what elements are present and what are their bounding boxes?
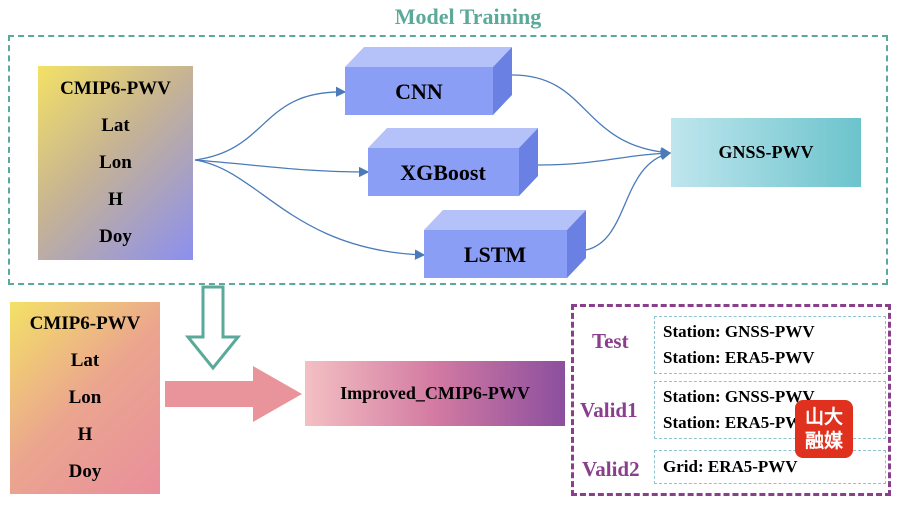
target-gnss-pwv-box: GNSS-PWV xyxy=(671,118,861,187)
validation-region xyxy=(571,304,891,496)
xgboost-label: XGBoost xyxy=(400,160,486,185)
input-feature-lon: Lon xyxy=(99,151,132,173)
test-item-2: Station: ERA5-PWV xyxy=(663,348,815,367)
valid1-items: Station: GNSS-PWV Station: ERA5-PWV xyxy=(654,381,886,439)
valid1-label: Valid1 xyxy=(580,398,638,422)
watermark-logo: 山大融媒 xyxy=(795,400,853,458)
valid1-item-2: Station: ERA5-PWV xyxy=(663,413,815,432)
edge-input-lstm xyxy=(194,159,426,260)
input-feature-doy: Doy xyxy=(99,226,132,248)
down-arrow xyxy=(184,285,242,371)
edge-lstm-target xyxy=(585,150,672,251)
edge-xgboost-target xyxy=(537,148,672,166)
input-feature-lat: Lat xyxy=(101,114,130,136)
lstm-label: LSTM xyxy=(464,242,527,267)
right-arrow xyxy=(165,366,302,422)
improved-output-box: Improved_CMIP6-PWV xyxy=(305,361,565,426)
training-region xyxy=(8,35,888,285)
edge-input-xgboost xyxy=(194,159,370,178)
prediction-input-box: CMIP6-PWV Lat Lon H Doy xyxy=(10,302,160,494)
input-feature-lon: Lon xyxy=(68,386,102,408)
valid1-item-1: Station: GNSS-PWV xyxy=(663,387,815,406)
valid2-items: Grid: ERA5-PWV xyxy=(654,450,886,484)
edge-cnn-target xyxy=(511,74,672,158)
cnn-label: CNN xyxy=(395,79,443,104)
test-item-1: Station: GNSS-PWV xyxy=(663,322,815,341)
input-feature-doy: Doy xyxy=(68,460,102,482)
input-feature-lat: Lat xyxy=(70,350,100,372)
training-input-box: CMIP6-PWV Lat Lon H Doy xyxy=(38,66,193,260)
input-feature-h: H xyxy=(77,423,93,445)
input-feature-cmip6: CMIP6-PWV xyxy=(29,313,141,335)
test-label: Test xyxy=(592,329,629,353)
edge-input-cnn xyxy=(194,86,347,161)
lstm-cube: LSTM xyxy=(424,210,586,278)
cnn-cube: CNN xyxy=(345,47,512,115)
xgboost-cube: XGBoost xyxy=(368,128,538,196)
valid2-label: Valid2 xyxy=(582,457,640,481)
test-items: Station: GNSS-PWV Station: ERA5-PWV xyxy=(654,316,886,374)
input-feature-cmip6: CMIP6-PWV xyxy=(60,77,171,99)
input-feature-h: H xyxy=(108,189,123,211)
valid2-item-1: Grid: ERA5-PWV xyxy=(663,457,798,476)
diagram-title: Model Training xyxy=(394,4,542,29)
